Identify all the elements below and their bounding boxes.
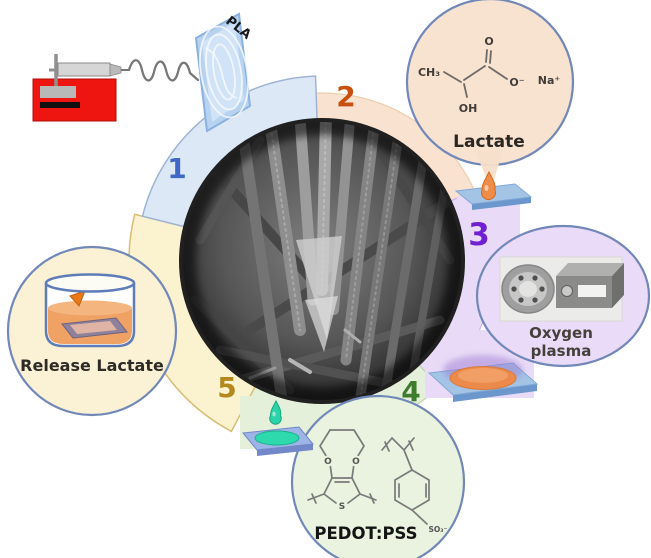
lactate-molecule: CH₃ OH O O⁻ Na⁺: [418, 35, 560, 115]
pedot-o-right: O: [352, 457, 360, 467]
pedot-molecule: O O S: [307, 429, 377, 512]
plasma-generator-box: [556, 263, 624, 308]
step-numbers: 1 2 3 4 5: [167, 80, 490, 408]
step-number-5: 5: [217, 371, 236, 404]
step-number-3: 3: [468, 217, 490, 253]
sem-image-border: [179, 118, 465, 404]
slide-step3: [427, 355, 539, 402]
pss-molecule: SO₃⁻: [381, 436, 448, 534]
syringe-pump: [32, 78, 117, 122]
pedot-s: S: [339, 502, 345, 512]
release-lactate-circle: Release Lactate: [6, 245, 178, 417]
carbonyl-o-label: O: [484, 35, 493, 48]
syringe: [49, 54, 129, 86]
pedot-pss-circle: O O S SO₃⁻ PEDOT:PSS: [290, 394, 466, 558]
collector-plate: [194, 12, 252, 133]
step-number-4: 4: [401, 375, 420, 408]
o-minus-label: O⁻: [509, 76, 524, 89]
release-arrow: [69, 290, 86, 307]
pedot-o-left: O: [324, 457, 332, 467]
electrospinning-setup: PLA: [32, 12, 254, 133]
pump-display: [40, 86, 76, 98]
plasma-machine: [499, 256, 624, 322]
pss-so3: SO₃⁻: [428, 525, 447, 534]
step-number-1: 1: [167, 152, 186, 185]
lactate-droplet: [481, 170, 496, 201]
slide-step2: [454, 170, 533, 210]
release-lactate-label: Release Lactate: [20, 356, 164, 375]
na-plus-label: Na⁺: [538, 74, 561, 87]
lactate-label: Lactate: [453, 132, 525, 152]
lactate-circle: CH₃ OH O O⁻ Na⁺ Lactate: [405, 0, 575, 167]
spinneret-jet-wire: [127, 59, 200, 82]
oxygen-plasma-circle: Oxygen plasma: [475, 224, 651, 368]
oxygen-label-line1: Oxygen: [529, 324, 593, 342]
chamber-bolts: [511, 275, 545, 303]
step-number-2: 2: [336, 80, 355, 113]
sem-image: [179, 118, 465, 404]
oh-label: OH: [459, 102, 478, 115]
pedot-coating-spot: [254, 430, 300, 446]
ch3-label: CH₃: [418, 66, 440, 79]
pedot-droplet: [269, 399, 282, 425]
lactate-drip-beam: [475, 151, 503, 189]
fiber-mat-scribble: [199, 25, 249, 119]
pedot-pss-label: PEDOT:PSS: [314, 524, 417, 543]
slide-step5: [242, 399, 314, 456]
oxygen-label-line2: plasma: [531, 342, 592, 360]
beaker: [44, 273, 136, 348]
